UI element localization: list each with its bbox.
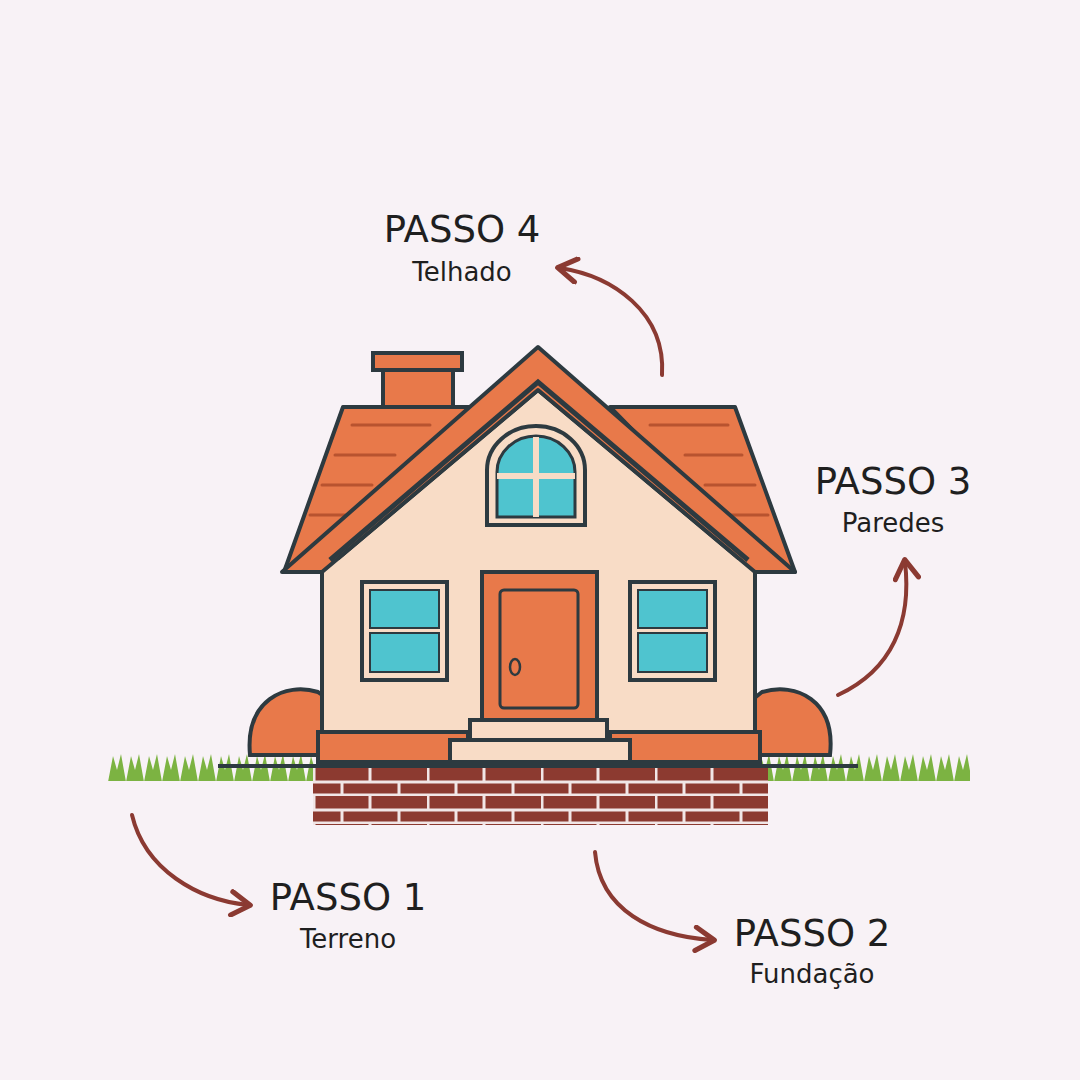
step-heading: PASSO 1 <box>270 878 427 919</box>
step-heading: PASSO 4 <box>384 210 541 251</box>
steps <box>450 720 630 762</box>
step-name: Paredes <box>842 509 945 538</box>
step-heading: PASSO 3 <box>815 462 972 503</box>
roof-edge <box>330 382 748 560</box>
ground-line <box>218 764 858 768</box>
arched-window <box>487 426 585 525</box>
brick-foundation <box>313 768 768 825</box>
gable-roof <box>282 347 795 572</box>
step-heading: PASSO 2 <box>734 914 891 955</box>
step-name: Telhado <box>412 258 512 287</box>
step-name: Fundação <box>749 960 874 989</box>
leader-arrow <box>132 268 906 940</box>
chimney <box>373 353 462 412</box>
step-name: Terreno <box>300 925 396 954</box>
door <box>482 572 597 722</box>
house-walls <box>322 390 755 732</box>
